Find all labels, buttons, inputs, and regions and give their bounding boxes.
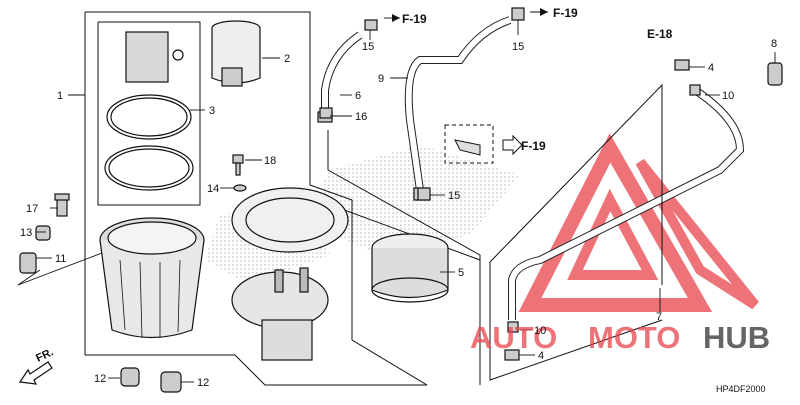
callout-10-bottom: 10	[534, 325, 546, 337]
watermark-text: AUTO MOTO HUB	[470, 320, 770, 355]
callout-11: 11	[55, 253, 66, 265]
watermark-part1: AUTO	[470, 320, 557, 355]
callout-8: 8	[771, 38, 777, 50]
callout-17: 17	[26, 203, 38, 215]
clips	[319, 7, 783, 361]
front-indicator: FR.	[34, 346, 55, 364]
callout-4-bottom: 4	[538, 350, 544, 362]
fuel-pump-part	[211, 20, 261, 87]
ref-e18: E-18	[647, 27, 673, 41]
watermark-part3: HUB	[703, 320, 770, 355]
callout-16: 16	[355, 111, 367, 123]
callout-1: 1	[57, 90, 63, 102]
callout-4-top: 4	[708, 62, 714, 74]
callout-5: 5	[458, 267, 464, 279]
callout-15-left: 15	[362, 41, 374, 53]
leader-lines	[17, 11, 776, 383]
callout-2: 2	[284, 53, 290, 65]
callout-15-lower: 15	[448, 190, 460, 202]
callout-10-top: 10	[722, 90, 734, 102]
callout-12-left: 12	[94, 373, 106, 385]
callout-14: 14	[207, 183, 219, 195]
filter-assembly	[99, 217, 205, 339]
grommets	[120, 367, 182, 393]
clamp-detail	[444, 124, 523, 164]
callout-3: 3	[209, 105, 215, 117]
callout-12-right: 12	[197, 377, 209, 389]
bolt-washer	[232, 154, 247, 192]
callout-6: 6	[355, 90, 361, 102]
front-arrow-icon	[18, 361, 53, 385]
callout-7: 7	[656, 311, 662, 323]
ref-arrow-icons	[392, 8, 548, 22]
ref-f19-clamp: F-19	[521, 139, 546, 153]
strainer-kit	[104, 31, 194, 191]
callout-13: 13	[20, 227, 32, 239]
pump-module	[371, 233, 449, 303]
diagram-code: HP4DF2000	[716, 384, 766, 394]
ref-f19-top-left: F-19	[402, 12, 427, 26]
callout-18: 18	[264, 155, 276, 167]
callout-9: 9	[378, 73, 384, 85]
fuel-pipe	[489, 83, 745, 381]
flange-assembly	[231, 187, 349, 361]
ref-f19-top-right: F-19	[553, 6, 578, 20]
callout-15-right: 15	[512, 41, 524, 53]
watermark-part2: MOTO	[588, 320, 680, 355]
small-parts-left	[19, 193, 70, 274]
